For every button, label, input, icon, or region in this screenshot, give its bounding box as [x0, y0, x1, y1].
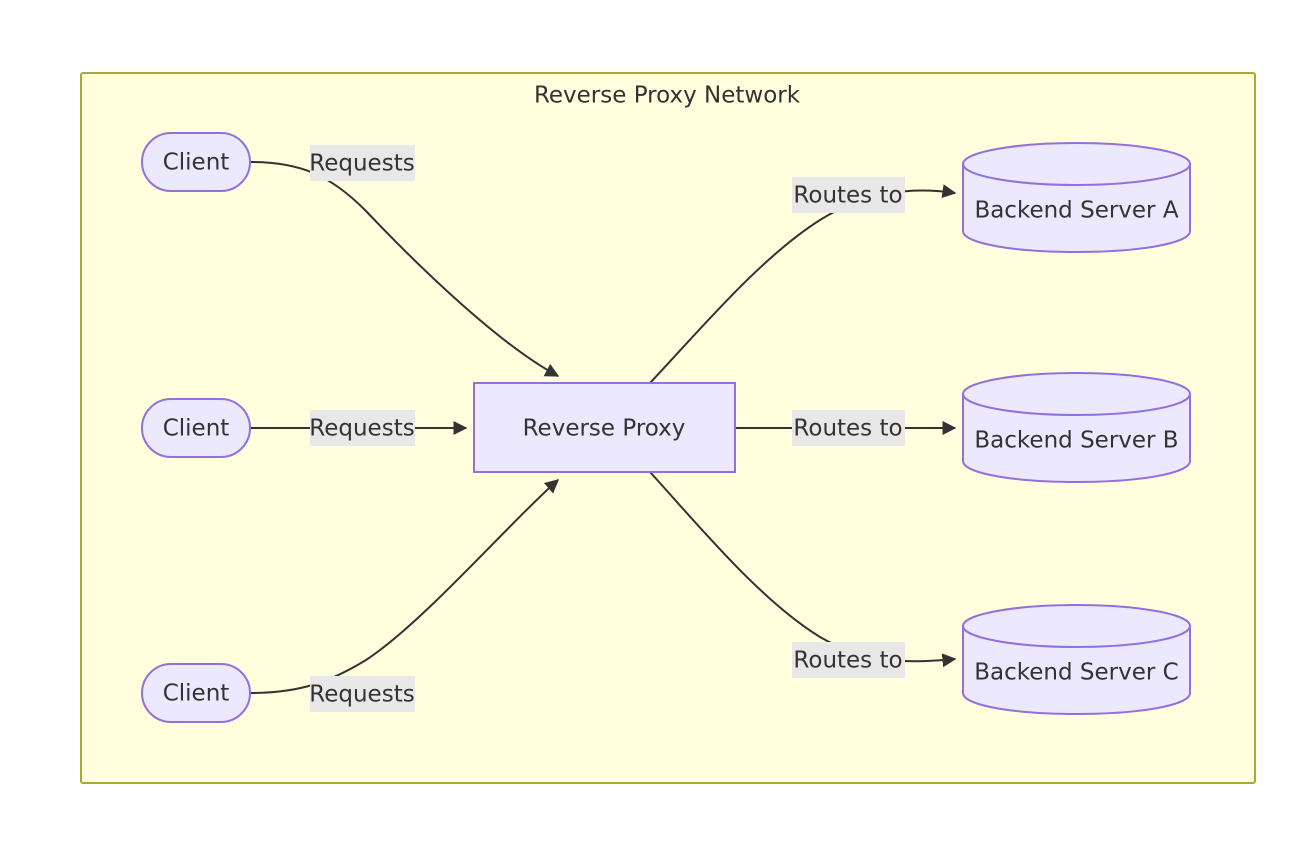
- node-label: Client: [163, 681, 230, 707]
- node-client1[interactable]: Client: [141, 132, 251, 192]
- node-shape-cylinder-body: [962, 625, 1191, 716]
- node-backend-server-c[interactable]: Backend Server C: [962, 604, 1191, 716]
- node-label: Client: [163, 150, 230, 176]
- edge-client3-to-proxy: [249, 479, 560, 694]
- node-shape-cylinder-body: [962, 393, 1191, 484]
- node-shape-stadium: [141, 132, 251, 192]
- edge-label-bg: [792, 642, 905, 678]
- edge-label-requests-2: Requests: [309, 410, 415, 446]
- node-backend-server-a[interactable]: Backend Server A: [962, 142, 1191, 254]
- node-shape-stadium: [141, 663, 251, 723]
- edge-label-requests-3: Requests: [309, 676, 415, 712]
- edge-label-bg: [310, 676, 415, 712]
- node-label: Backend Server B: [974, 428, 1178, 454]
- edge-label-requests-1: Requests: [309, 145, 415, 181]
- edge-label-bg: [792, 177, 905, 213]
- edges-layer: [249, 161, 957, 694]
- edge-proxy-to-serverA: [649, 184, 957, 384]
- edge-proxy-to-serverC: [649, 471, 957, 668]
- node-backend-server-b[interactable]: Backend Server B: [962, 372, 1191, 484]
- node-label: Reverse Proxy: [523, 416, 686, 442]
- edge-label-text: Routes to: [793, 416, 902, 442]
- node-shape-cylinder-top: [962, 604, 1191, 648]
- edge-label-routes-to-1: Routes to: [792, 177, 905, 213]
- edge-label-bg: [792, 410, 905, 446]
- node-client3[interactable]: Client: [141, 663, 251, 723]
- edge-label-text: Routes to: [793, 648, 902, 674]
- node-shape-cylinder-top: [962, 372, 1191, 416]
- edge-label-routes-to-3: Routes to: [792, 642, 905, 678]
- edge-label-text: Requests: [309, 151, 414, 177]
- edge-label-routes-to-2: Routes to: [792, 410, 905, 446]
- edge-label-bg: [310, 145, 415, 181]
- node-label: Client: [163, 416, 230, 442]
- node-client2[interactable]: Client: [141, 398, 251, 458]
- edge-label-bg: [310, 410, 415, 446]
- edge-labels-layer: Requests Requests Requests Routes to Rou…: [309, 145, 905, 712]
- node-shape-cylinder-body: [962, 163, 1191, 254]
- node-shape-stadium: [141, 398, 251, 458]
- node-shape-cylinder-top: [962, 142, 1191, 186]
- edge-label-text: Routes to: [793, 183, 902, 209]
- node-shape-rect: [473, 382, 736, 473]
- node-label: Backend Server A: [974, 198, 1178, 224]
- nodes-layer: Client Client Client Reverse Proxy: [141, 132, 1191, 723]
- cluster-title: Reverse Proxy Network: [534, 83, 801, 109]
- edge-client1-to-proxy: [249, 161, 560, 377]
- node-reverse-proxy[interactable]: Reverse Proxy: [473, 382, 736, 473]
- edge-label-text: Requests: [309, 416, 414, 442]
- node-label: Backend Server C: [974, 660, 1178, 686]
- edge-label-text: Requests: [309, 682, 414, 708]
